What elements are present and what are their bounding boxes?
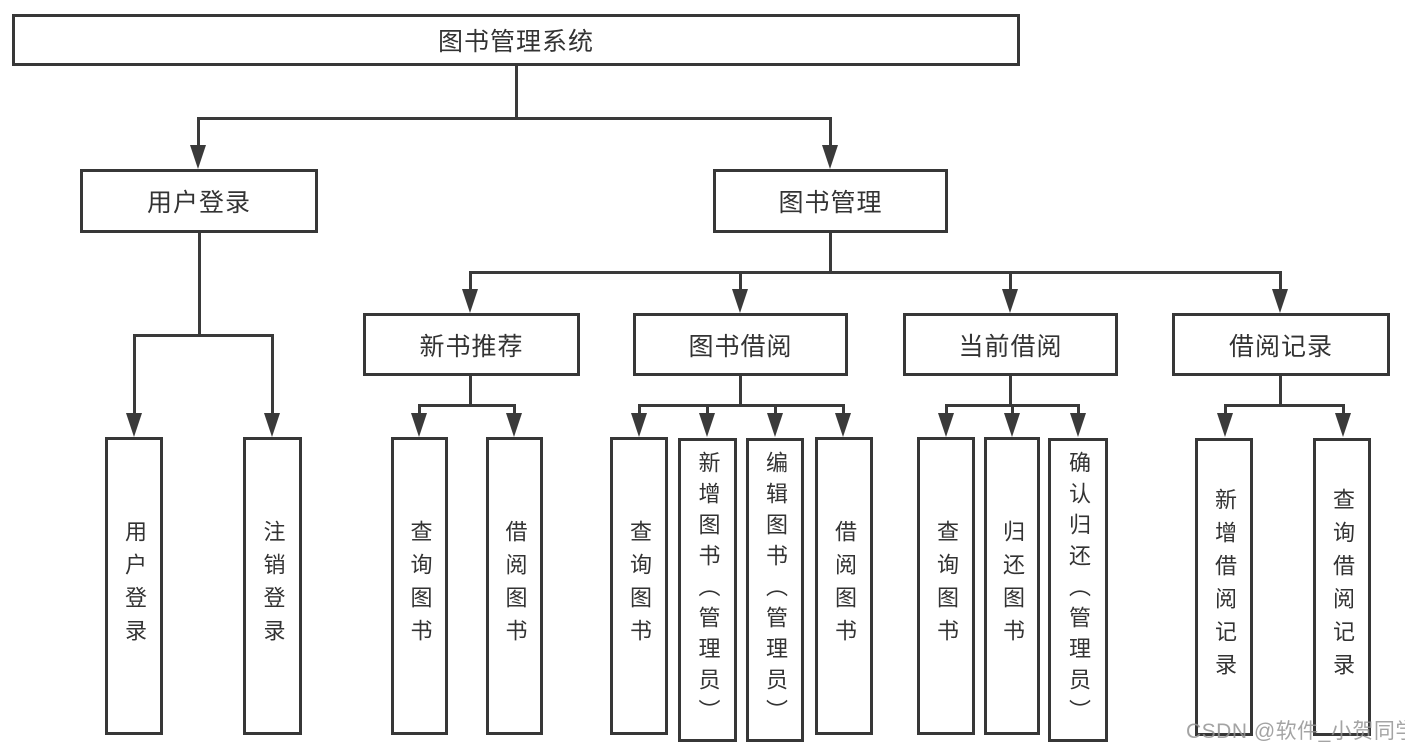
connector-line bbox=[774, 404, 777, 416]
arrow-down-icon bbox=[1217, 413, 1233, 437]
connector-line bbox=[198, 233, 201, 336]
node-user-login: 用户登录 bbox=[80, 169, 318, 233]
arrow-down-icon bbox=[938, 413, 954, 437]
leaf-user-login: 用户登录 bbox=[105, 437, 163, 735]
leaf-add-borrow-record: 新增借阅记录 bbox=[1195, 438, 1253, 736]
arrow-down-icon bbox=[1002, 289, 1018, 313]
connector-line bbox=[469, 376, 472, 407]
leaf-borrow-books-2: 借阅图书 bbox=[815, 437, 873, 735]
leaf-edit-books-admin: 编辑图书（管理员） bbox=[746, 438, 804, 742]
arrow-down-icon bbox=[1335, 413, 1351, 437]
connector-line bbox=[1279, 271, 1282, 291]
connector-line bbox=[1224, 404, 1344, 407]
connector-line bbox=[739, 376, 742, 407]
connector-line bbox=[418, 404, 516, 407]
connector-line bbox=[469, 271, 1282, 274]
connector-line bbox=[1077, 404, 1080, 416]
arrow-down-icon bbox=[411, 413, 427, 437]
node-book-management: 图书管理 bbox=[713, 169, 948, 233]
connector-line bbox=[945, 404, 948, 416]
connector-line bbox=[1224, 404, 1227, 416]
leaf-logout-login: 注销登录 bbox=[243, 437, 302, 735]
arrow-down-icon bbox=[264, 413, 280, 437]
leaf-add-books-admin: 新增图书（管理员） bbox=[678, 438, 737, 742]
arrow-down-icon bbox=[190, 145, 206, 169]
leaf-confirm-return-admin: 确认归还（管理员） bbox=[1048, 438, 1108, 742]
connector-line bbox=[133, 334, 136, 414]
connector-line bbox=[1009, 271, 1012, 291]
connector-line bbox=[1011, 404, 1014, 416]
connector-line bbox=[197, 117, 200, 149]
connector-line bbox=[706, 404, 709, 416]
arrow-down-icon bbox=[1070, 413, 1086, 437]
connector-line bbox=[513, 404, 516, 416]
connector-line bbox=[418, 404, 421, 416]
arrow-down-icon bbox=[732, 289, 748, 313]
node-book-borrowing: 图书借阅 bbox=[633, 313, 848, 376]
arrow-down-icon bbox=[822, 145, 838, 169]
leaf-query-books: 查询图书 bbox=[391, 437, 448, 735]
connector-line bbox=[829, 233, 832, 274]
node-borrowing-records: 借阅记录 bbox=[1172, 313, 1390, 376]
arrow-down-icon bbox=[1004, 413, 1020, 437]
leaf-query-books-3: 查询图书 bbox=[917, 437, 975, 735]
arrow-down-icon bbox=[767, 413, 783, 437]
arrow-down-icon bbox=[126, 413, 142, 437]
csdn-watermark: CSDN @软件_小贺同学 bbox=[1186, 720, 1405, 743]
node-current-borrowing: 当前借阅 bbox=[903, 313, 1118, 376]
connector-line bbox=[1009, 376, 1012, 407]
arrow-down-icon bbox=[506, 413, 522, 437]
node-library-management-system: 图书管理系统 bbox=[12, 14, 1020, 66]
connector-line bbox=[638, 404, 845, 407]
connector-line bbox=[271, 334, 274, 414]
connector-line bbox=[842, 404, 845, 416]
connector-line bbox=[739, 271, 742, 291]
arrow-down-icon bbox=[631, 413, 647, 437]
connector-line bbox=[1342, 404, 1345, 416]
arrow-down-icon bbox=[699, 413, 715, 437]
connector-line bbox=[515, 64, 518, 119]
connector-line bbox=[197, 117, 832, 120]
arrow-down-icon bbox=[1272, 289, 1288, 313]
connector-line bbox=[829, 117, 832, 149]
leaf-query-books-2: 查询图书 bbox=[610, 437, 668, 735]
connector-line bbox=[133, 334, 274, 337]
connector-line bbox=[638, 404, 641, 416]
arrow-down-icon bbox=[462, 289, 478, 313]
node-new-book-recommendation: 新书推荐 bbox=[363, 313, 580, 376]
connector-line bbox=[1279, 376, 1282, 407]
leaf-return-books: 归还图书 bbox=[984, 437, 1040, 735]
connector-line bbox=[469, 271, 472, 291]
leaf-query-borrow-record: 查询借阅记录 bbox=[1313, 438, 1371, 736]
leaf-borrow-books: 借阅图书 bbox=[486, 437, 543, 735]
arrow-down-icon bbox=[835, 413, 851, 437]
